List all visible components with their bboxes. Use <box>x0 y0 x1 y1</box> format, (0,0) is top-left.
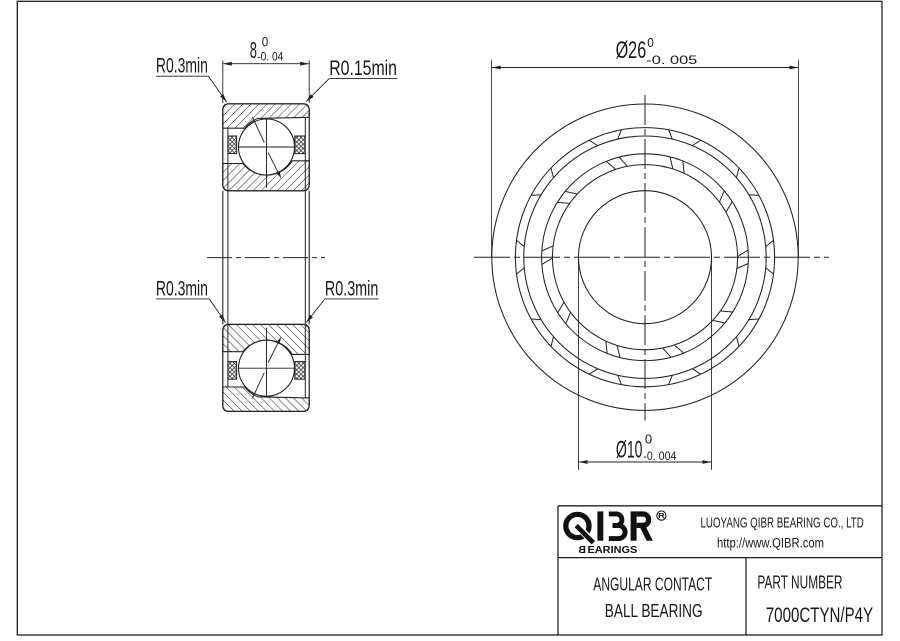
svg-text:R0.3min: R0.3min <box>156 276 208 301</box>
svg-text:B: B <box>578 545 586 556</box>
svg-text:0: 0 <box>262 35 269 50</box>
svg-text:BALL BEARING: BALL BEARING <box>605 600 703 621</box>
svg-text:8: 8 <box>250 37 257 63</box>
svg-text:R0.3min: R0.3min <box>156 53 208 78</box>
svg-text:-0. 04: -0. 04 <box>257 49 284 63</box>
svg-text:Ø10: Ø10 <box>616 437 643 464</box>
svg-text:ANGULAR CONTACT: ANGULAR CONTACT <box>593 573 712 594</box>
svg-text:LUOYANG QIBR BEARING CO., LTD: LUOYANG QIBR BEARING CO., LTD <box>701 514 864 531</box>
svg-text:http://www.QIBR.com: http://www.QIBR.com <box>717 536 824 552</box>
svg-text:-0. 004: -0. 004 <box>643 449 676 463</box>
svg-text:R0.15min: R0.15min <box>329 55 397 80</box>
svg-text:EARINGS: EARINGS <box>588 545 638 556</box>
svg-text:Ø26: Ø26 <box>616 37 647 64</box>
svg-text:R0.3min: R0.3min <box>325 276 378 301</box>
svg-text:0: 0 <box>647 36 654 50</box>
svg-text:0: 0 <box>645 433 652 447</box>
svg-text:R: R <box>658 512 665 520</box>
svg-text:PART NUMBER: PART NUMBER <box>757 572 842 593</box>
svg-text:-0. 005: -0. 005 <box>646 53 697 67</box>
svg-text:7000CTYN/P4Y: 7000CTYN/P4Y <box>766 604 873 627</box>
